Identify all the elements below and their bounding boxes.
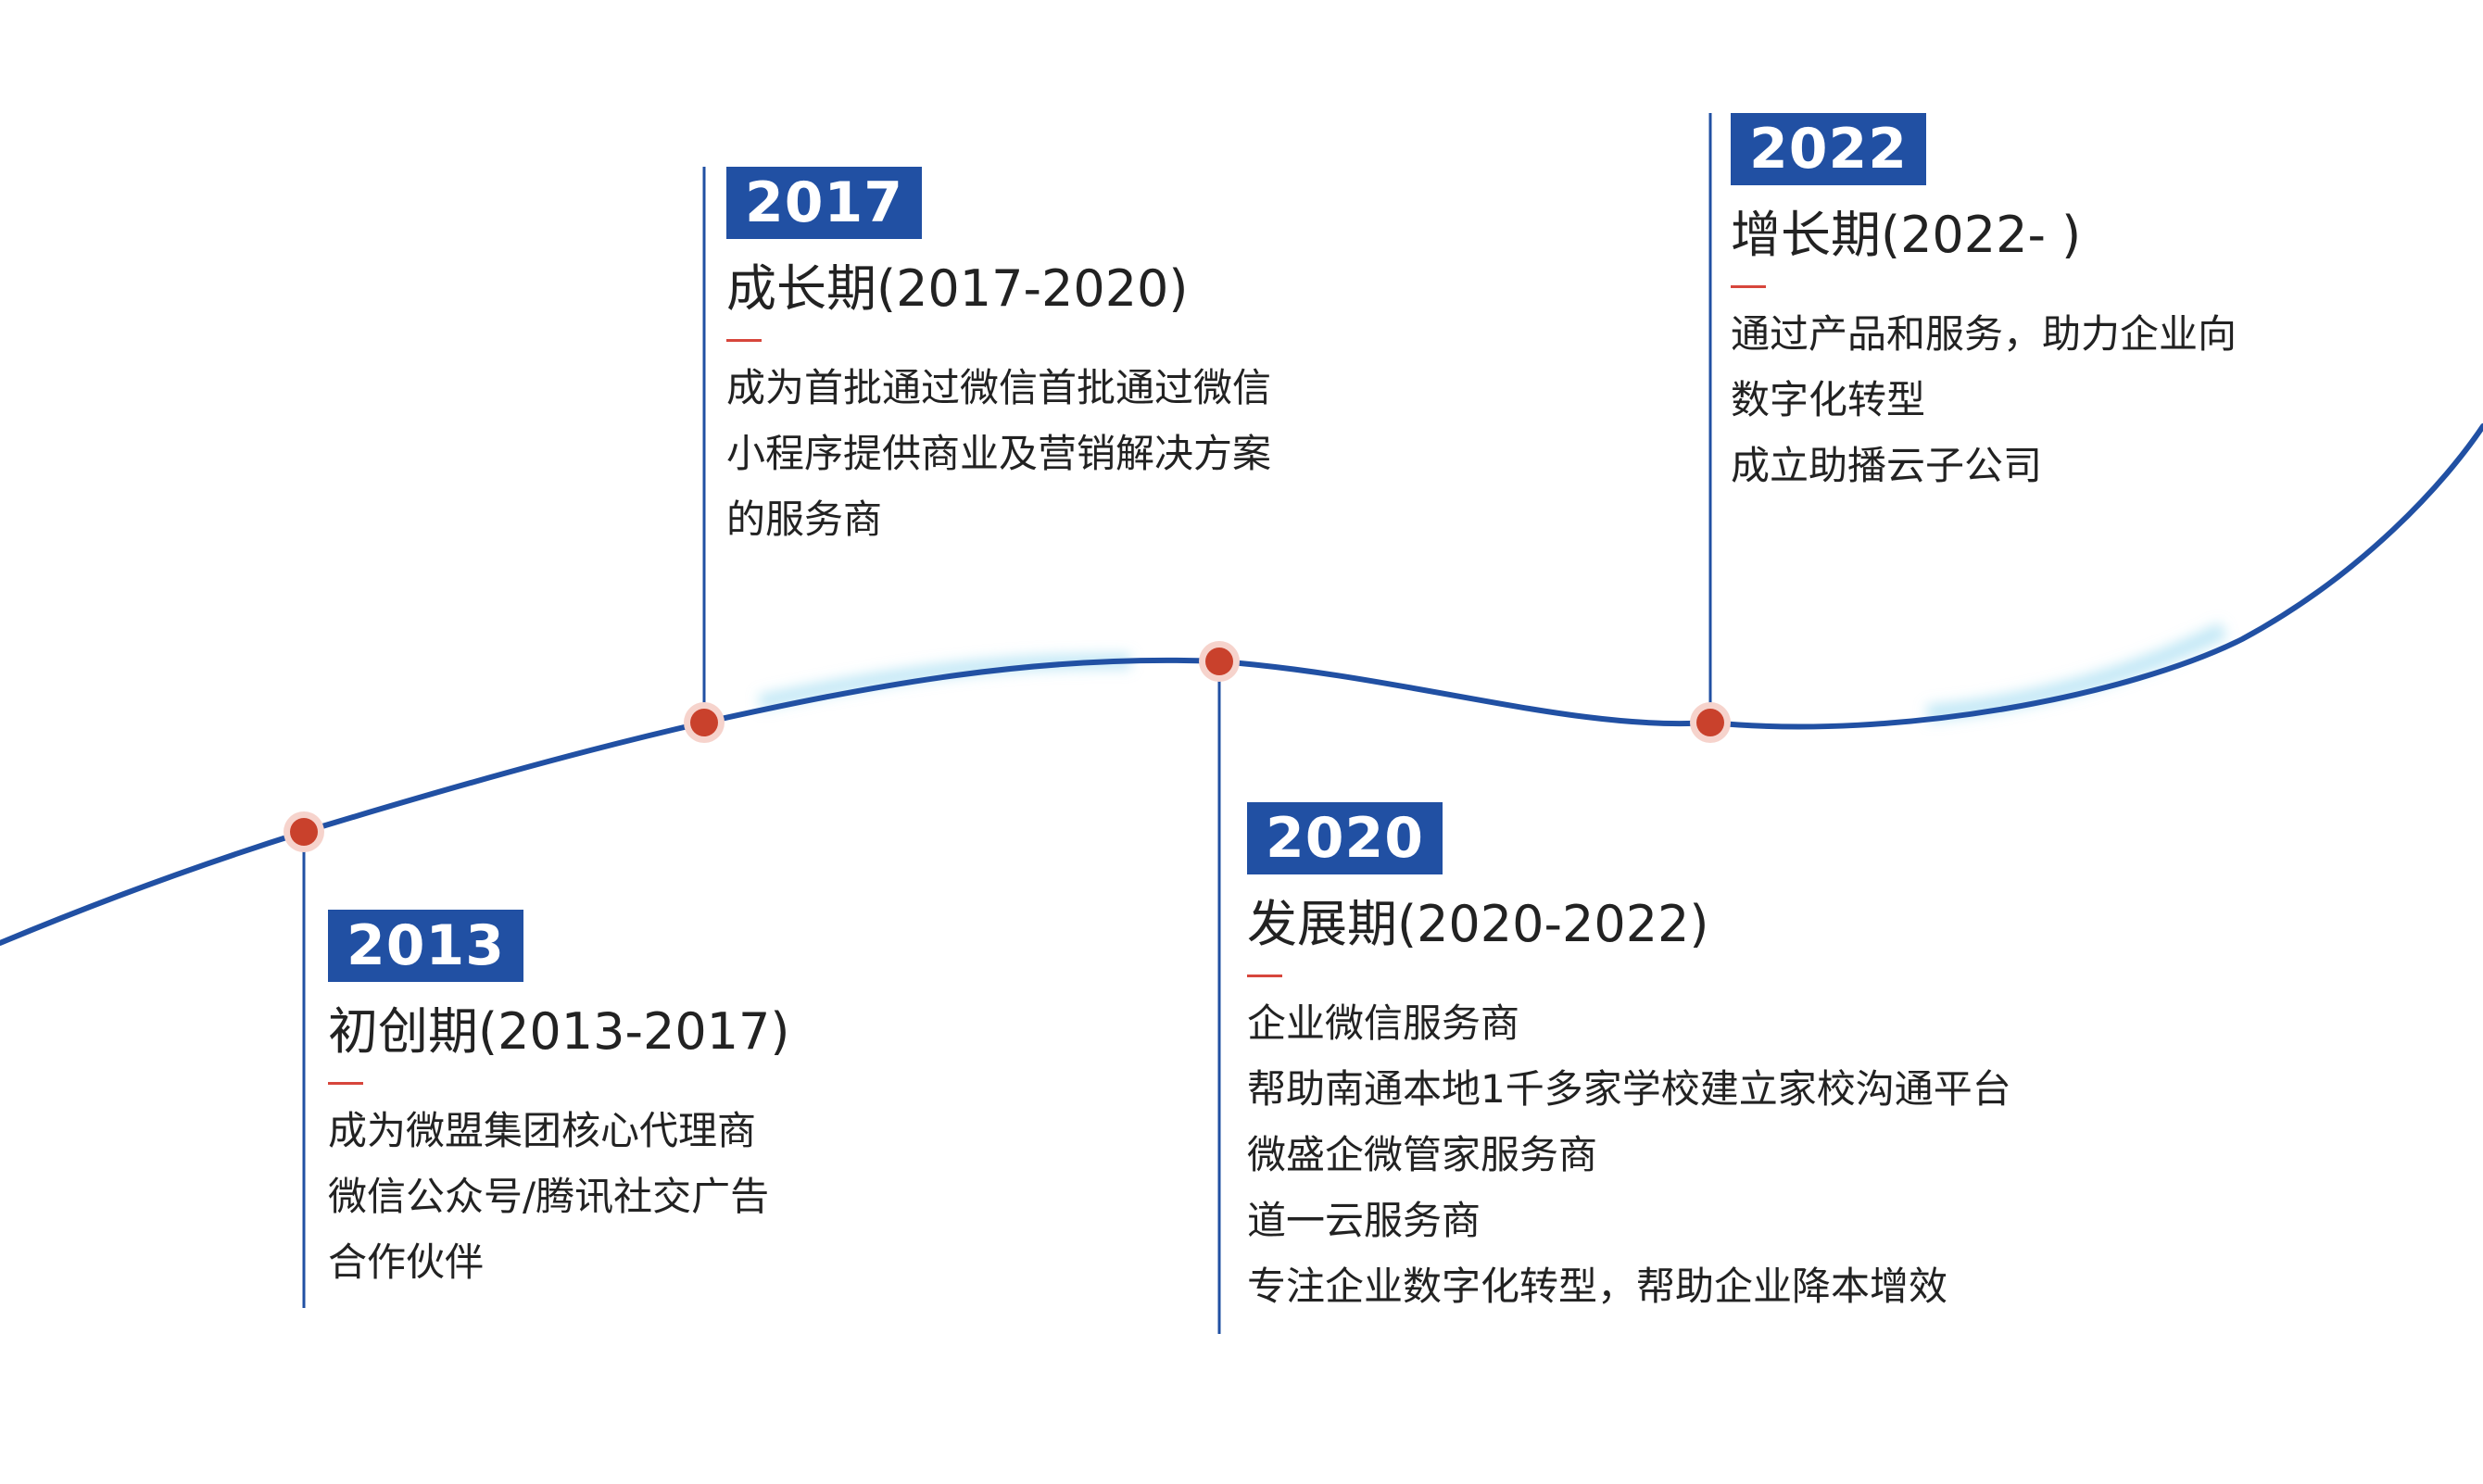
stage-description: 通过产品和服务，助力企业向 数字化转型 成立助播云子公司	[1731, 301, 2237, 498]
milestone-dot-2022	[1690, 702, 1731, 743]
year-badge: 2022	[1731, 113, 1926, 185]
description-line: 数字化转型	[1731, 377, 1926, 422]
year-badge: 2020	[1247, 802, 1443, 874]
milestone-dot-2013	[284, 811, 324, 852]
accent-dash	[1731, 285, 1766, 288]
description-line: 合作伙伴	[328, 1239, 485, 1285]
year-badge: 2013	[328, 910, 523, 982]
description-line: 成为首批通过微信首批通过微信	[726, 365, 1272, 410]
year-badge: 2017	[726, 167, 922, 239]
stage-2013: 2013 初创期(2013-2017) 成为微盟集团核心代理商 微信公众号/腾讯…	[328, 910, 789, 1295]
description-line: 帮助南通本地1千多家学校建立家校沟通平台	[1247, 1066, 2011, 1112]
accent-dash	[328, 1082, 363, 1085]
description-line: 微盛企微管家服务商	[1247, 1132, 1598, 1177]
stage-description: 成为微盟集团核心代理商 微信公众号/腾讯社交广告 合作伙伴	[328, 1098, 789, 1295]
description-line: 的服务商	[726, 497, 883, 542]
description-line: 专注企业数字化转型，帮助企业降本增效	[1247, 1264, 1948, 1309]
stage-title: 发展期(2020-2022)	[1247, 895, 1709, 953]
stage-title: 初创期(2013-2017)	[328, 1002, 790, 1061]
stage-title: 成长期(2017-2020)	[726, 259, 1189, 318]
description-line: 小程序提供商业及营销解决方案	[726, 431, 1272, 476]
stage-description: 成为首批通过微信首批通过微信 小程序提供商业及营销解决方案 的服务商	[726, 355, 1271, 552]
stage-2020: 2020 发展期(2020-2022) 企业微信服务商 帮助南通本地1千多家学校…	[1247, 802, 2011, 1319]
accent-dash	[726, 339, 762, 342]
description-line: 成为微盟集团核心代理商	[328, 1108, 757, 1153]
accent-dash	[1247, 975, 1282, 977]
description-line: 成立助播云子公司	[1731, 443, 2043, 488]
stage-2017: 2017 成长期(2017-2020) 成为首批通过微信首批通过微信 小程序提供…	[726, 167, 1271, 552]
description-line: 企业微信服务商	[1247, 1000, 1520, 1046]
description-line: 微信公众号/腾讯社交广告	[328, 1174, 770, 1219]
curve-glow-right	[1926, 622, 2228, 722]
curve-glow-left	[758, 653, 1131, 710]
description-line: 通过产品和服务，助力企业向	[1731, 311, 2237, 357]
milestone-dot-2017	[684, 702, 725, 743]
stage-description: 企业微信服务商 帮助南通本地1千多家学校建立家校沟通平台 微盛企微管家服务商 道…	[1247, 990, 2011, 1319]
description-line: 道一云服务商	[1247, 1198, 1481, 1243]
stage-title: 增长期(2022- )	[1731, 206, 2082, 264]
stage-2022: 2022 增长期(2022- ) 通过产品和服务，助力企业向 数字化转型 成立助…	[1731, 113, 2237, 498]
milestone-dot-2020	[1199, 641, 1240, 682]
